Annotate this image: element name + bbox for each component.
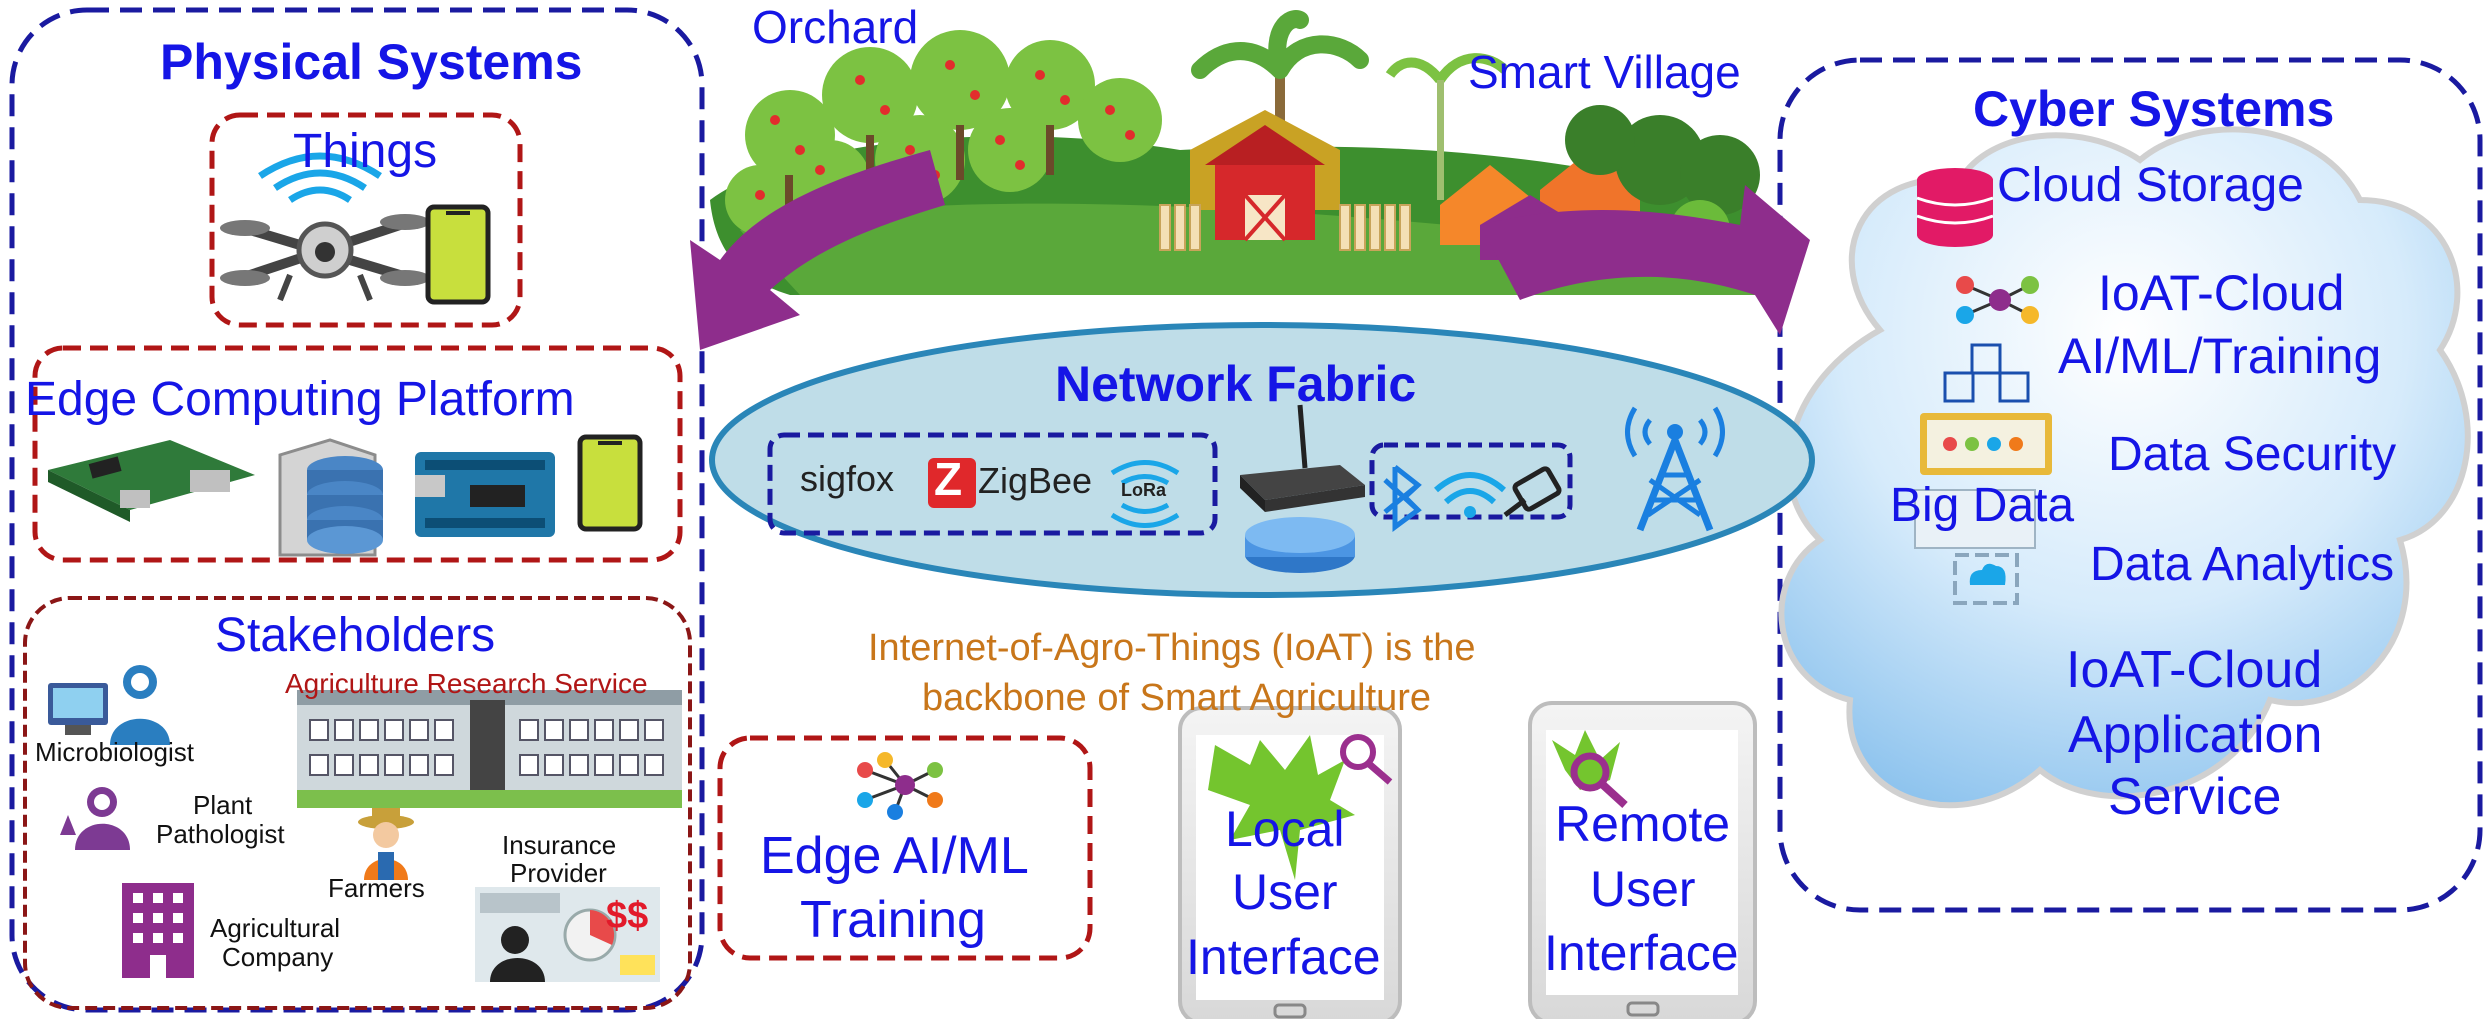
farm-scene-illustration: [710, 10, 1770, 295]
network-fabric-ellipse: [709, 322, 1815, 598]
plant-pathologist-icon: [60, 787, 130, 850]
ioat-cloud-ai-label-2: AI/ML/Training: [2058, 328, 2382, 384]
plant-pathologist-label-1: Plant: [193, 790, 253, 820]
lora-icon: [1110, 460, 1180, 528]
farmer-icon: [358, 808, 414, 880]
cyber-systems-title: Cyber Systems: [1973, 81, 2335, 137]
wifi-router-icon: [1240, 404, 1365, 512]
edge-platform-box: [32, 345, 683, 563]
database-icon: [1916, 168, 1994, 247]
ioat-caption-line-2: backbone of Smart Agriculture: [922, 677, 1432, 719]
wifi-icon: [1434, 472, 1506, 518]
data-security-label: Data Security: [2108, 428, 2397, 481]
big-data-icon: [1914, 489, 2036, 549]
stakeholders-box: [23, 596, 692, 1010]
zigbee-logo-letter: Z: [934, 453, 963, 505]
smart-village-label: Smart Village: [1468, 46, 1741, 98]
app-service-label-2: Application: [2068, 706, 2323, 764]
things-box: [209, 112, 523, 328]
agri-research-building-icon: [297, 690, 682, 808]
insurance-provider-icon: [475, 887, 660, 982]
ioat-caption-line-1: Internet-of-Agro-Things (IoAT) is the: [868, 627, 1476, 669]
data-analytics-label: Data Analytics: [2090, 538, 2395, 591]
arrow-left-purple: [690, 150, 945, 350]
sigfox-label: sigfox: [800, 458, 895, 499]
local-ui-label-1: Local: [1225, 801, 1345, 857]
zigbee-logo-icon: [928, 458, 976, 508]
app-service-label-3: Service: [2108, 768, 2282, 826]
remote-phone-icon: [1528, 701, 1757, 1019]
app-service-label-1: IoAT-Cloud: [2066, 641, 2323, 699]
security-dashboard-icon: [1920, 413, 2052, 475]
local-phone-icon: [1178, 706, 1402, 1019]
local-ui-label-3: Interface: [1186, 929, 1381, 985]
insurance-money-label: $$: [606, 895, 649, 937]
zigbee-label: ZigBee: [978, 460, 1093, 501]
drone-icon: [220, 152, 430, 302]
stakeholders-title: Stakeholders: [215, 609, 496, 662]
insurance-provider-label-1: Insurance: [502, 830, 617, 860]
insurance-provider-label-2: Provider: [510, 858, 607, 888]
tablet-icon: [425, 204, 491, 305]
blockchain-cubes-icon: [1943, 343, 2030, 403]
plant-pathologist-label-2: Pathologist: [156, 819, 285, 849]
arduino-icon: [415, 452, 555, 537]
cloud-shape: [1778, 126, 2471, 809]
agri-company-label-2: Company: [222, 942, 334, 972]
cell-tower-icon: [1625, 406, 1725, 532]
edge-ai-label-2: Training: [800, 891, 986, 949]
network-switch-icon: [1245, 517, 1355, 573]
things-title: Things: [293, 125, 438, 178]
physical-systems-title: Physical Systems: [160, 34, 583, 90]
edge-platform-title: Edge Computing Platform: [25, 373, 575, 426]
network-fabric-title: Network Fabric: [1055, 356, 1417, 412]
remote-ui-label-3: Interface: [1544, 925, 1739, 981]
microbiologist-label: Microbiologist: [35, 737, 194, 767]
local-ui-label-2: User: [1232, 864, 1338, 920]
agri-research-label: Agriculture Research Service: [285, 668, 648, 699]
remote-ui-label-1: Remote: [1555, 796, 1731, 852]
cloud-ai-network-icon: [1956, 276, 2039, 324]
agricultural-company-icon: [122, 883, 194, 978]
database-server-icon: [278, 438, 383, 557]
big-data-label: Big Data: [1890, 479, 2075, 532]
microbiologist-icon: [48, 665, 170, 745]
edge-ai-box: [717, 735, 1093, 961]
cloud-storage-label: Cloud Storage: [1997, 159, 2304, 212]
arrow-right-purple: [1480, 185, 1810, 335]
neural-network-icon: [857, 752, 943, 820]
agri-company-label-1: Agricultural: [210, 913, 341, 943]
ioat-cloud-ai-label-1: IoAT-Cloud: [2098, 265, 2345, 321]
lora-label: LoRa: [1121, 480, 1166, 500]
edge-ai-label-1: Edge AI/ML: [760, 827, 1029, 885]
ethernet-icon: [1503, 466, 1562, 517]
analytics-cloud-icon: [1953, 553, 2019, 605]
remote-ui-label-2: User: [1590, 861, 1696, 917]
farmers-label: Farmers: [328, 873, 425, 903]
raspberry-pi-icon: [48, 440, 255, 522]
edge-tablet-icon: [577, 434, 643, 532]
orchard-label: Orchard: [752, 1, 919, 53]
bluetooth-icon: [1383, 465, 1422, 532]
